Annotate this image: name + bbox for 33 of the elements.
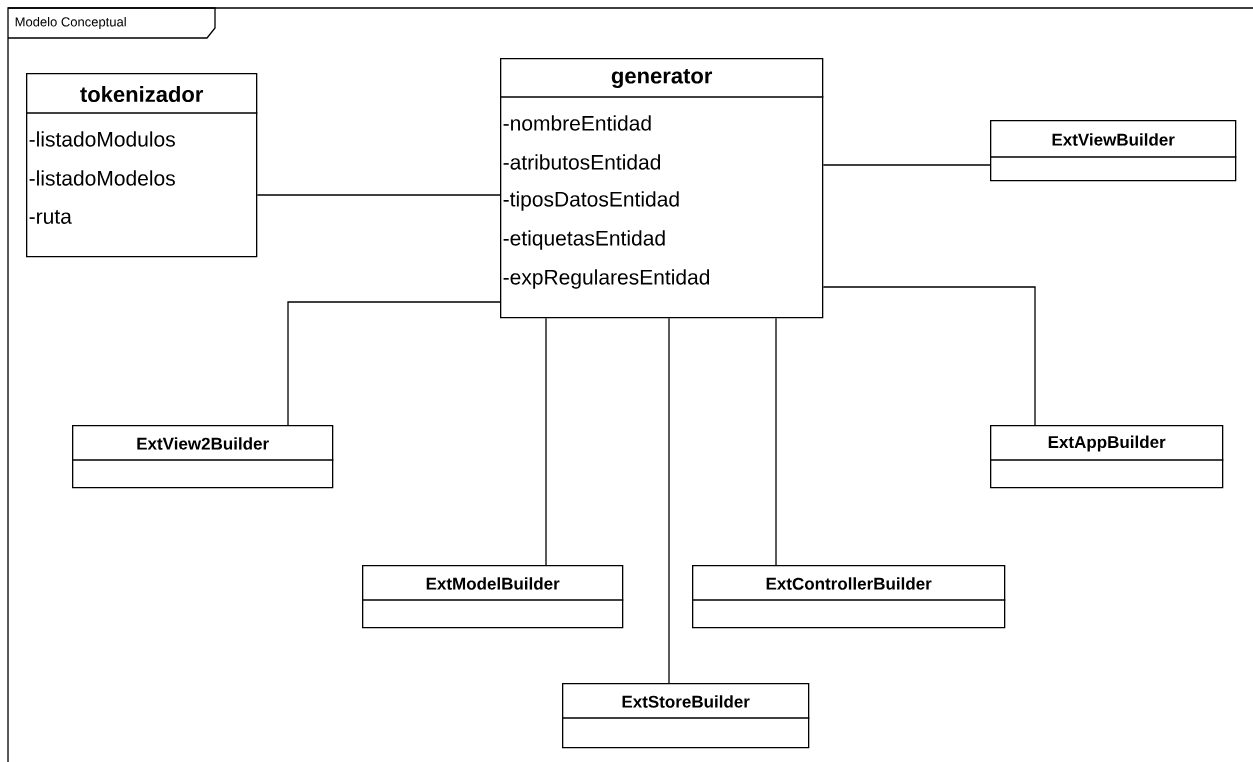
association-line [822, 164, 991, 166]
class-name: ExtView2Builder [137, 437, 269, 450]
class-name: tokenizador [80, 85, 204, 103]
class-name: generator [611, 69, 713, 88]
attribute-text: -ruta [29, 210, 72, 224]
class-box [71, 425, 334, 489]
class-name: ExtModelBuilder [426, 577, 560, 590]
class-box [25, 73, 258, 258]
attribute-text: -listadoModelos [29, 170, 175, 186]
frame-label: Modelo Conceptual [15, 16, 126, 30]
association-line [822, 286, 1036, 426]
attribute-text: -listadoModulos [29, 131, 175, 147]
attribute-text: -etiquetasEntidad [503, 230, 665, 250]
attribute-text: -atributosEntidad [503, 154, 661, 170]
class-name: ExtControllerBuilder [766, 577, 932, 590]
class-name: ExtStoreBuilder [622, 695, 750, 708]
attribute-text: -nombreEntidad [503, 115, 651, 131]
class-name: ExtAppBuilder [1048, 435, 1166, 452]
association-line [775, 317, 777, 566]
association-line [545, 317, 547, 566]
frame [7, 7, 1253, 762]
attribute-text: -tiposDatosEntidad [503, 191, 679, 211]
attribute-text: -expRegularesEntidad [503, 269, 710, 289]
class-name: ExtViewBuilder [1052, 133, 1175, 146]
class-box [499, 58, 824, 319]
association-line [287, 301, 501, 426]
class-box [561, 683, 810, 749]
class-box [989, 425, 1224, 489]
class-box [989, 120, 1237, 182]
association-line [256, 194, 501, 196]
association-line [668, 317, 670, 684]
class-box [691, 565, 1006, 629]
class-box [361, 565, 624, 629]
